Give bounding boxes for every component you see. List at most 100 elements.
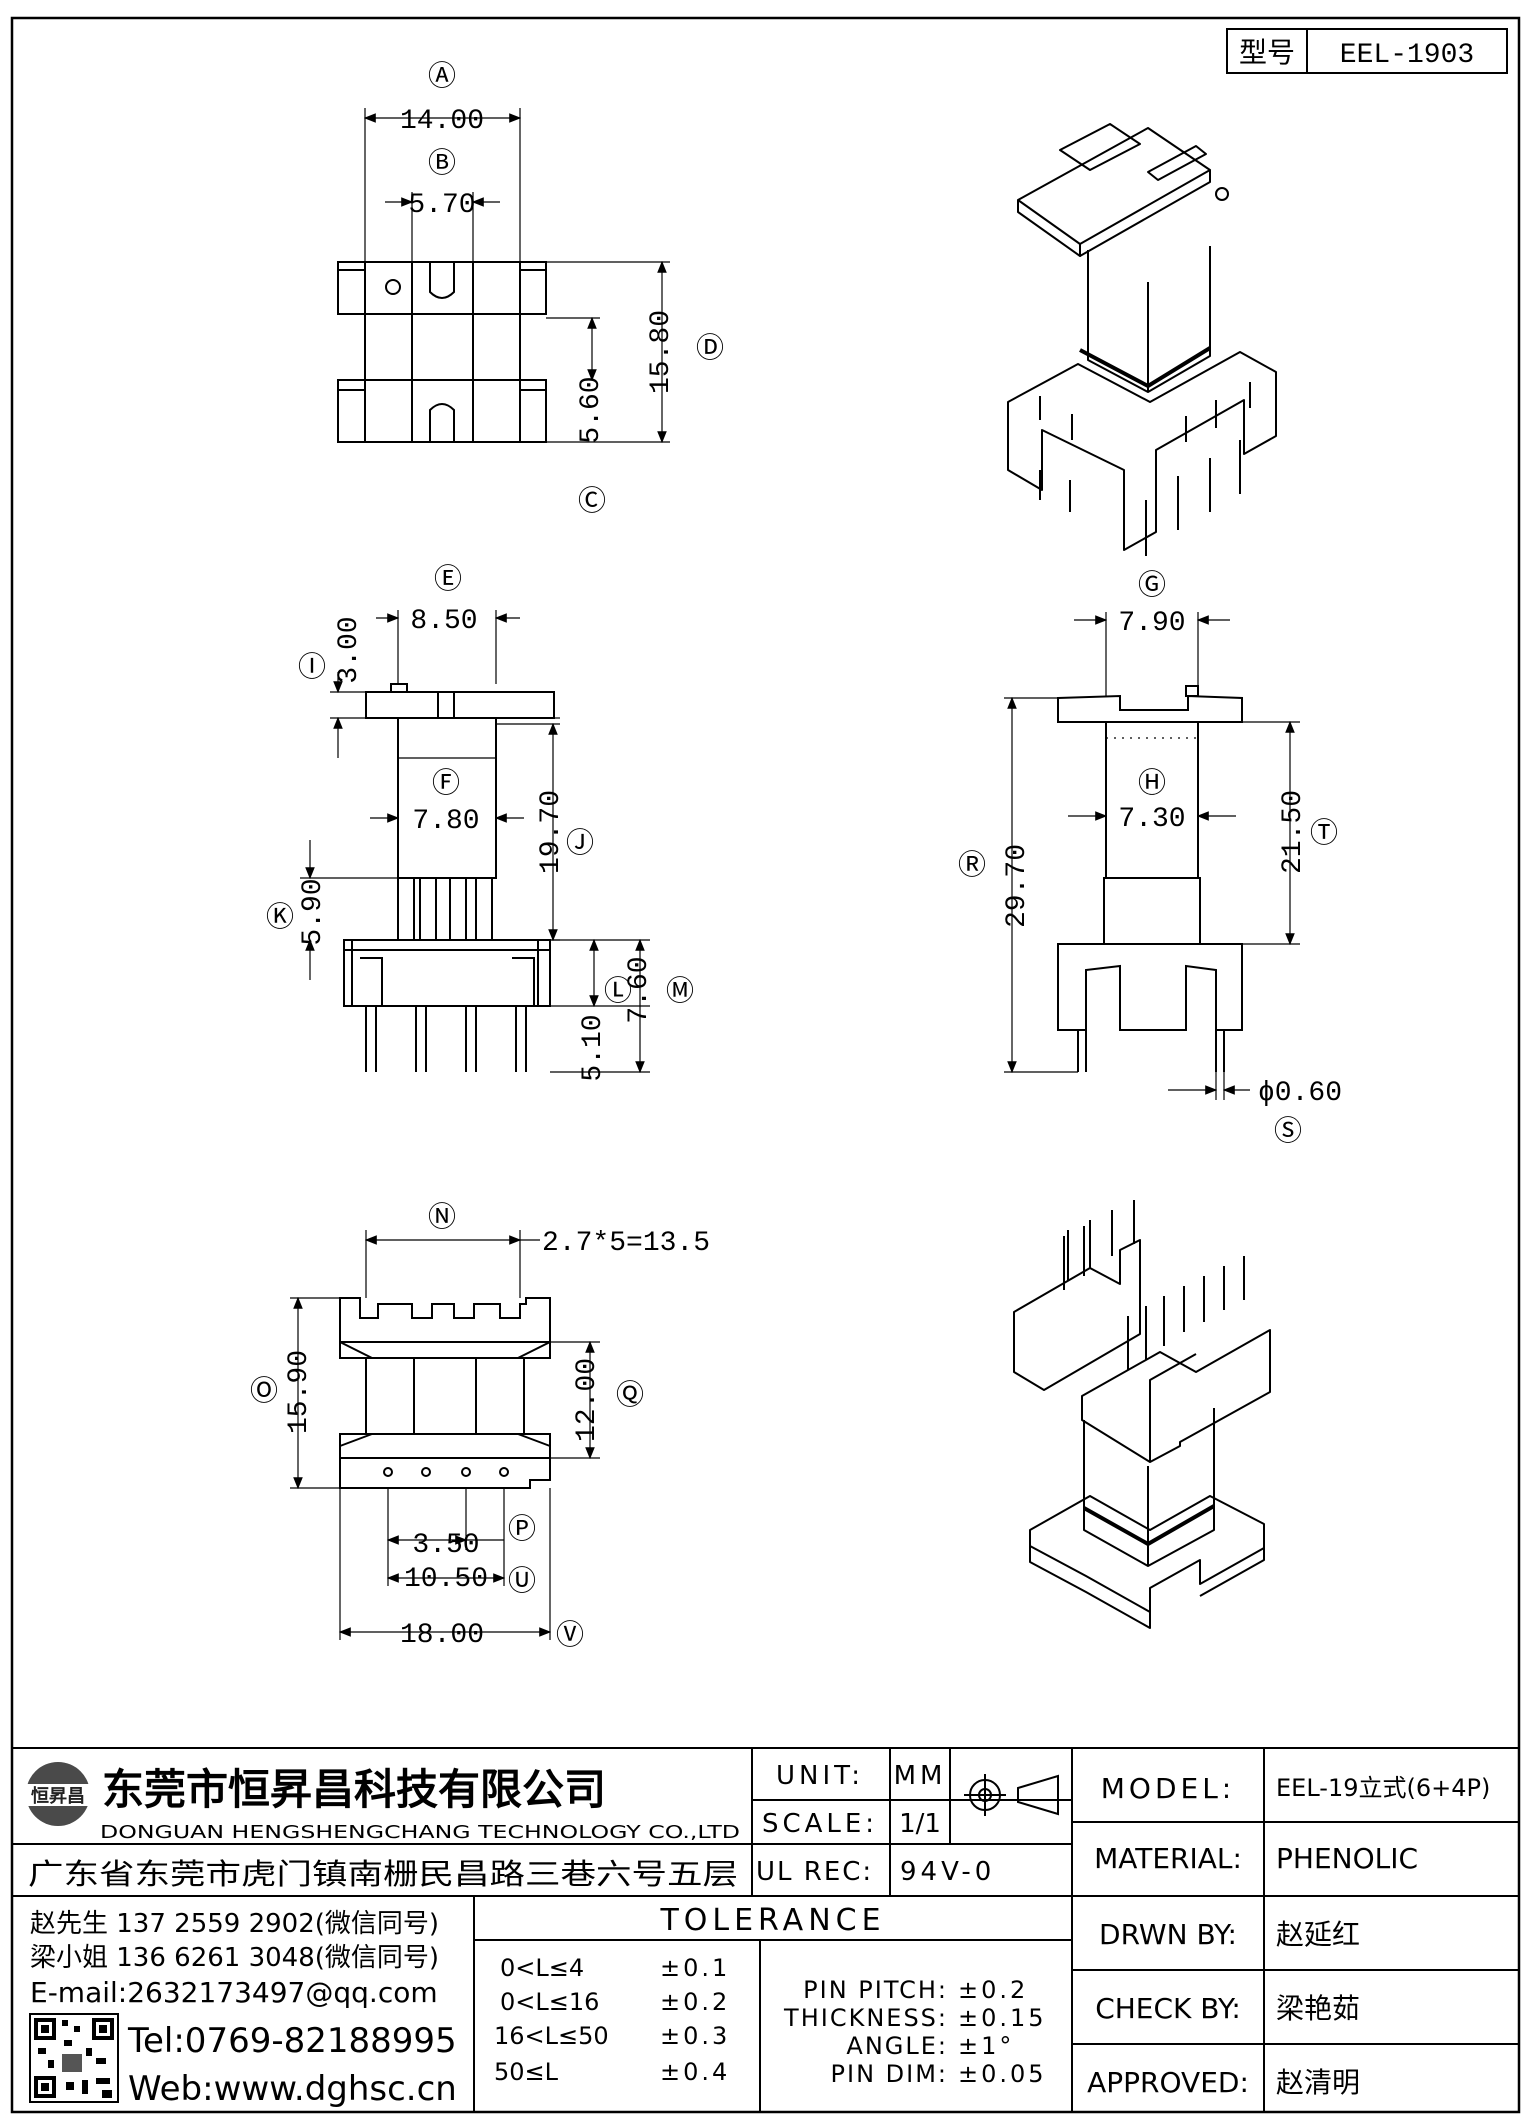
- scale-label: SCALE:: [762, 1809, 878, 1839]
- check-value: 梁艳茹: [1276, 1992, 1360, 2025]
- dim-12-00: 12.00: [572, 1358, 603, 1442]
- iso-view-lower: [1013, 1200, 1271, 1629]
- mark-i: Ⓘ: [298, 651, 326, 685]
- drawn-label: DRWN BY:: [1099, 1918, 1237, 1951]
- mark-b: Ⓑ: [428, 147, 456, 181]
- company-address: 广东省东莞市虎门镇南栅民昌路三巷六号五层: [28, 1857, 738, 1891]
- dim-15-80: 15.80: [646, 310, 677, 394]
- check-label: CHECK BY:: [1095, 1992, 1241, 2025]
- dim-3-50: 3.50: [412, 1530, 479, 1561]
- scale-value: 1/1: [899, 1809, 941, 1839]
- side-view-base: [1057, 943, 1243, 1031]
- iso-view-upper: [1007, 123, 1277, 556]
- tol-value-4: ±0.4: [660, 2058, 730, 2086]
- tol-value-3: ±0.3: [660, 2022, 730, 2050]
- front-view-core: [397, 717, 497, 879]
- dim-7-60: 7.60: [624, 956, 655, 1023]
- mark-j: Ⓙ: [566, 827, 594, 861]
- spec-value-4: ±0.05: [958, 2060, 1047, 2088]
- mark-s: Ⓢ: [1274, 1115, 1302, 1149]
- mark-v: Ⓥ: [556, 1619, 584, 1653]
- spec-value-3: ±1°: [958, 2032, 1014, 2060]
- dim-10-50: 10.50: [404, 1564, 488, 1595]
- mark-c: Ⓒ: [578, 485, 606, 519]
- dim-phi-0-60: ϕ0.60: [1258, 1078, 1342, 1109]
- dim-21-50: 21.50: [1278, 790, 1309, 874]
- top-view-body: [364, 261, 521, 443]
- mark-g: Ⓖ: [1138, 569, 1166, 603]
- mark-u: Ⓤ: [508, 1565, 536, 1599]
- unit-value: MM: [894, 1761, 947, 1791]
- drawn-value: 赵延红: [1276, 1918, 1360, 1951]
- material-label: MATERIAL:: [1094, 1842, 1242, 1875]
- mark-p: Ⓟ: [508, 1513, 536, 1547]
- mark-e: Ⓔ: [434, 563, 462, 597]
- dim-5-60: 5.60: [576, 376, 607, 443]
- header-type-label: 型号: [1239, 37, 1295, 71]
- dim-7-90: 7.90: [1118, 608, 1185, 639]
- spec-label-2: THICKNESS:: [783, 2004, 948, 2032]
- front-view: [300, 610, 650, 1074]
- dim-8-50: 8.50: [410, 606, 477, 637]
- dim-18-00: 18.00: [400, 1620, 484, 1651]
- header-model-box: 型号 EEL-1903: [1226, 28, 1508, 74]
- contact-tel: Tel:0769-82188995: [127, 2021, 457, 2061]
- approved-value: 赵清明: [1276, 2066, 1360, 2099]
- side-view-labels: Ⓖ 7.90 Ⓗ 7.30 Ⓡ 29.70 21.50 Ⓣ ϕ0.60 Ⓢ: [958, 569, 1342, 1149]
- dim-3-00: 3.00: [334, 616, 365, 683]
- side-view: [1004, 612, 1300, 1100]
- unit-label: UNIT:: [776, 1761, 864, 1791]
- ulrec-value: 94V-0: [900, 1857, 995, 1887]
- logo-text: 恒昇昌: [31, 1785, 85, 1807]
- dim-2-7x5: 2.7*5=13.5: [542, 1228, 710, 1259]
- spec-label-1: PIN PITCH:: [803, 1976, 948, 2004]
- spec-value-2: ±0.15: [958, 2004, 1047, 2032]
- spec-label-3: ANGLE:: [846, 2032, 948, 2060]
- tol-value-1: ±0.1: [660, 1954, 730, 1982]
- company-name-en: DONGUAN HENGSHENGCHANG TECHNOLOGY CO.,LT…: [100, 1822, 740, 1843]
- mark-l: Ⓛ: [604, 975, 632, 1009]
- tol-value-2: ±0.2: [660, 1988, 730, 2016]
- bottom-view-labels: Ⓝ 2.7*5=13.5 Ⓞ 15.90 12.00 Ⓠ 3.50 Ⓟ 10.5…: [250, 1201, 710, 1653]
- contact-web: Web:www.dghsc.cn: [128, 2069, 457, 2109]
- header-type-value: EEL-1903: [1340, 40, 1474, 71]
- mark-d: Ⓓ: [696, 332, 724, 366]
- approved-label: APPROVED:: [1087, 2066, 1249, 2099]
- mark-f: Ⓕ: [432, 767, 460, 801]
- mark-o: Ⓞ: [250, 1375, 278, 1409]
- mark-a: Ⓐ: [428, 60, 456, 94]
- bottom-view: [290, 1230, 600, 1640]
- mark-k: Ⓚ: [266, 901, 294, 935]
- dim-19-70: 19.70: [536, 790, 567, 874]
- spec-label-4: PIN DIM:: [831, 2060, 948, 2088]
- tol-range-4: 50≤L: [494, 2058, 559, 2086]
- contact-1: 赵先生 137 2559 2902(微信同号): [30, 1909, 439, 1939]
- bottom-view-top-base: [339, 1297, 551, 1359]
- company-logo: 恒昇昌: [26, 1762, 90, 1826]
- tol-range-2: 0<L≤16: [500, 1988, 599, 2016]
- side-view-top-flange: [1057, 694, 1243, 723]
- qr-code: [29, 2013, 119, 2103]
- ulrec-label: UL REC:: [756, 1857, 873, 1887]
- dim-29-70: 29.70: [1002, 844, 1033, 928]
- mark-t: Ⓣ: [1310, 817, 1338, 851]
- tol-range-1: 0<L≤4: [500, 1954, 584, 1982]
- mark-h: Ⓗ: [1138, 767, 1166, 801]
- dim-14-00: 14.00: [400, 106, 484, 137]
- drawing-border: [10, 16, 1521, 2114]
- tol-range-3: 16<L≤50: [494, 2022, 609, 2050]
- mark-m: Ⓜ: [666, 975, 694, 1009]
- top-view-flange-lower: [337, 379, 547, 443]
- dim-15-90: 15.90: [284, 1350, 315, 1434]
- tolerance-title: TOLERANCE: [659, 1903, 885, 1938]
- dim-5-70: 5.70: [408, 190, 475, 221]
- material-value: PHENOLIC: [1276, 1842, 1418, 1875]
- top-view-flange-upper: [337, 261, 547, 315]
- model-value: EEL-19立式(6+4P): [1276, 1774, 1490, 1802]
- contact-2: 梁小姐 136 6261 3048(微信同号): [30, 1943, 439, 1973]
- company-name-cn: 东莞市恒昇昌科技有限公司: [102, 1765, 606, 1814]
- dim-7-80: 7.80: [412, 806, 479, 837]
- front-view-labels: Ⓔ 8.50 Ⓘ 3.00 Ⓕ 7.80 19.70 Ⓙ Ⓚ 5.90 5.10…: [266, 563, 694, 1082]
- title-block: 恒昇昌 东莞市恒昇昌科技有限公司 DONGUAN HENGSHENGCHANG …: [12, 1747, 1519, 2112]
